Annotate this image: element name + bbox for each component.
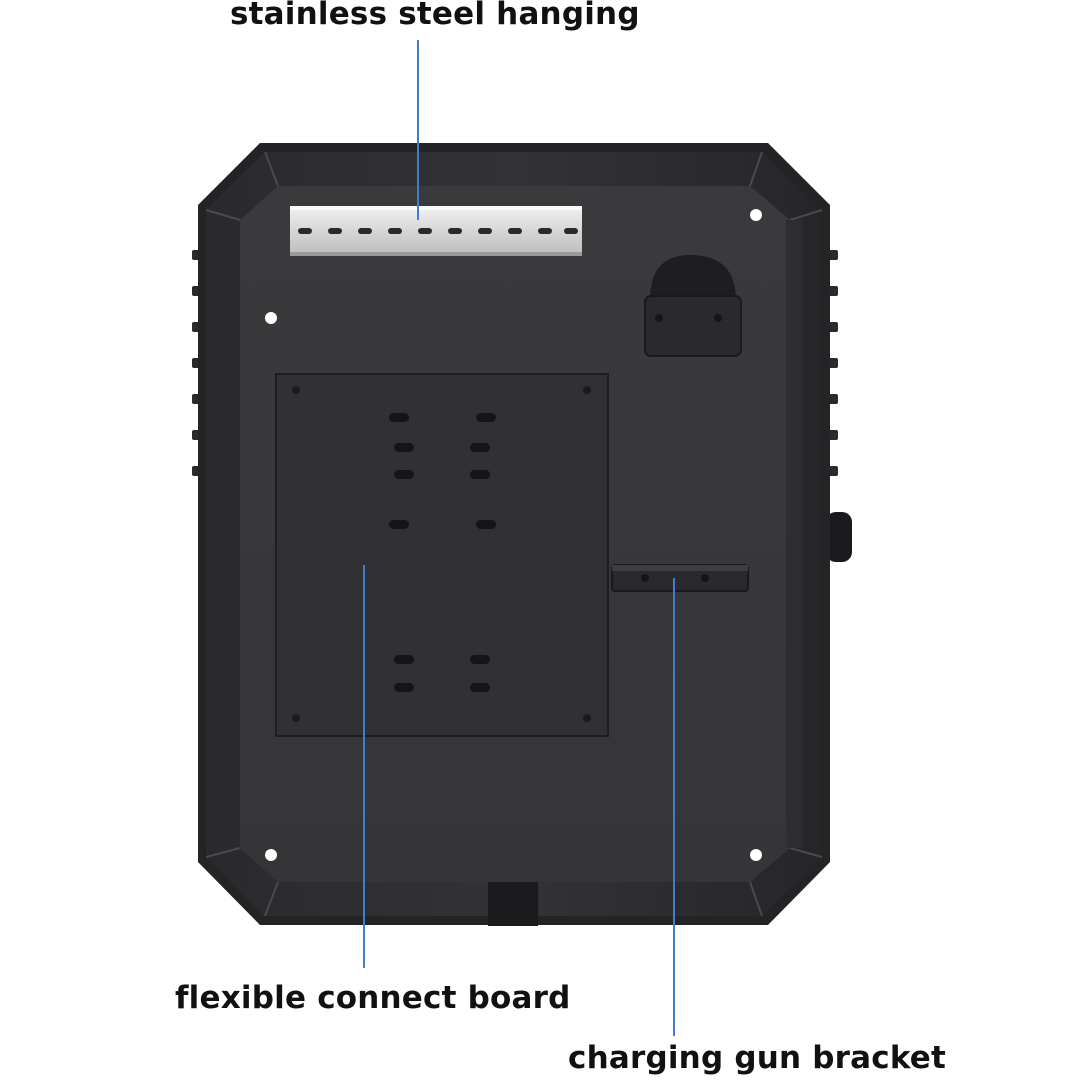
label-charging-gun-bracket: charging gun bracket — [568, 1040, 947, 1076]
cable-slot — [488, 882, 538, 926]
gun-bracket — [611, 564, 749, 592]
bevel-edges — [205, 151, 823, 917]
mounting-holes — [265, 209, 762, 861]
connect-board — [275, 373, 609, 737]
right-inner-wall — [786, 220, 802, 848]
label-stainless-steel-hanging: stainless steel hanging — [230, 0, 640, 32]
leader-lines — [363, 40, 675, 1036]
holster-bracket — [644, 255, 742, 357]
din-rail — [290, 206, 582, 256]
label-flexible-connect-board: flexible connect board — [175, 980, 571, 1016]
